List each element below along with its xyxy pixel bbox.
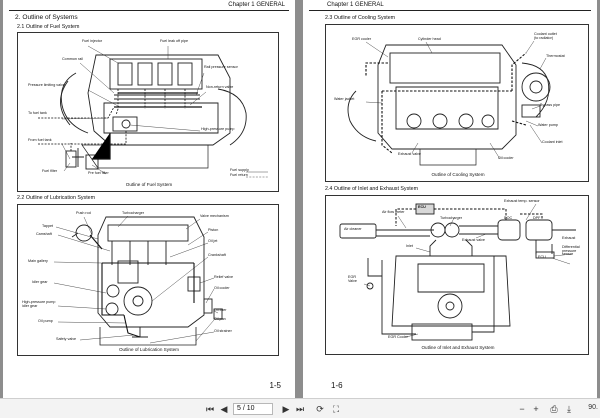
label-ecu: ECU <box>538 255 546 259</box>
label-idler-gear: Idler gear <box>32 280 48 284</box>
label-thermostat: Thermostat <box>546 54 565 58</box>
label-exhaust-valve: Exhaust valve <box>462 238 485 242</box>
fuel-system-figure: Fuel injector Fuel leak off pipe Common … <box>17 32 279 192</box>
label-main-gallery: Main gallery <box>28 259 48 263</box>
print-icon[interactable]: ⎙ <box>550 404 558 414</box>
caption-fuel-system: Outline of Fuel System <box>125 182 173 187</box>
label-turbocharger: Turbocharger <box>440 216 462 220</box>
label-dpf: DPF <box>533 216 541 220</box>
label-from-fuel-tank: From fuel tank <box>28 138 52 142</box>
label-air-flow-meter: Air flow meter <box>382 210 405 214</box>
subsection-title-lubrication: 2.2 Outline of Lubrication System <box>17 195 96 201</box>
last-page-button[interactable]: ⏭ <box>295 404 305 414</box>
label-oil-pan: Oil pan <box>214 317 226 321</box>
label-water-jacket: Water jacket <box>334 97 355 101</box>
inlet-exhaust-system-figure: ECU Exhaust temp. sensor Air flow meter … <box>325 195 589 355</box>
label-rail-pressure-sensor: Rail pressure sensor <box>204 65 238 69</box>
label-fuel-leak-off-pipe: Fuel leak off pipe <box>160 39 189 43</box>
ecu-box-label: ECU <box>418 205 426 209</box>
label-push-rod: Push rod <box>76 211 91 215</box>
page-number-right: 1-6 <box>331 381 343 390</box>
page-header: Chapter 1 GENERAL <box>228 2 285 8</box>
label-hp-pump-idler-gear: High-pressure pump idler gear <box>22 300 56 308</box>
page-number-left: 1-5 <box>269 381 281 390</box>
label-oil-cooler: Oil cooler <box>498 156 514 160</box>
label-cylinder-head: Cylinder head <box>418 37 441 41</box>
label-oil-strainer: Oil strainer <box>214 329 232 333</box>
label-doc: DOC <box>504 216 513 220</box>
label-coolant-inlet: Coolant inlet <box>542 140 563 144</box>
label-coolant-outlet: Coolant outlet (to radiator) <box>534 32 557 40</box>
label-water-pump: Water pump <box>538 123 558 127</box>
zoom-level[interactable]: 90. <box>588 404 598 411</box>
label-oil-filter: Oil filter <box>214 308 227 312</box>
caption-inlet-exhaust-system: Outline of Inlet and Exhaust System <box>421 345 495 350</box>
label-fuel-injector: Fuel injector <box>82 39 103 43</box>
page-header: Chapter 1 GENERAL <box>327 2 384 8</box>
label-oil-jet: Oil jet <box>208 239 218 243</box>
caption-cooling-system: Outline of Cooling System <box>431 172 485 177</box>
label-fuel-filter: Fuel filter <box>42 169 58 173</box>
label-turbocharger: Turbocharger <box>122 211 144 215</box>
caption-lubrication-system: Outline of Lubrication System <box>118 347 179 352</box>
cooling-system-figure: EGR cooler Cylinder head Coolant outlet … <box>325 24 589 182</box>
zoom-out-icon[interactable]: − <box>519 404 525 414</box>
label-exhaust: Exhaust <box>562 236 576 240</box>
label-exhaust-temp-sensor: Exhaust temp. sensor <box>504 199 540 203</box>
label-oil-cooler: Oil cooler <box>214 286 230 290</box>
page-number-input[interactable]: 5 / 10 <box>233 403 273 415</box>
label-relief-valve: Relief valve <box>214 275 234 279</box>
lubrication-system-diagram <box>53 215 223 346</box>
label-common-rail: Common rail <box>62 57 83 61</box>
label-tappet: Tappet <box>42 224 54 228</box>
cooling-system-diagram <box>347 40 551 166</box>
zoom-in-icon[interactable]: + <box>533 404 539 414</box>
label-egr-cooler: EGR Cooler <box>388 335 408 339</box>
label-fuel-supply: Fuel supply <box>230 168 249 172</box>
next-page-button[interactable]: ▶ <box>282 404 290 414</box>
header-rule <box>9 10 289 11</box>
fit-page-icon[interactable]: ⛶ <box>332 404 340 414</box>
previous-page-button[interactable]: ◀ <box>220 404 228 414</box>
section-title: 2. Outline of Systems <box>15 14 78 21</box>
header-rule <box>309 10 591 11</box>
first-page-button[interactable]: ⏮ <box>205 404 215 414</box>
subsection-title-fuel: 2.1 Outline of Fuel System <box>17 24 80 30</box>
subsection-title-cooling: 2.3 Outline of Cooling System <box>325 15 396 21</box>
page-left: Chapter 1 GENERAL 2. Outline of Systems … <box>3 0 295 398</box>
label-pre-fuel-filter: Pre fuel filter <box>88 171 109 175</box>
label-air-cleaner: Air cleaner <box>344 227 362 231</box>
lubrication-system-figure: Push rod Turbocharger Valve mechanism Ta… <box>17 204 279 356</box>
fuel-system-diagram <box>38 45 268 178</box>
label-camshaft: Camshaft <box>36 232 52 236</box>
label-exhaust-valve: Exhaust valve <box>398 152 421 156</box>
label-piston: Piston <box>208 228 219 232</box>
rotate-icon[interactable]: ⟳ <box>316 404 324 414</box>
label-egr-valve: EGR Valve <box>348 275 357 283</box>
page-right: Chapter 1 GENERAL 2.3 Outline of Cooling… <box>303 0 597 398</box>
label-differential-pressure-sensor: Differential pressure sensor <box>562 245 580 257</box>
inlet-exhaust-diagram <box>339 203 576 341</box>
label-inlet: Inlet <box>406 244 413 248</box>
label-oil-pump: Oil pump <box>38 319 53 323</box>
label-high-pressure-pump: High-pressure pump <box>201 127 235 131</box>
label-safety-valve: Safety valve <box>56 337 77 341</box>
label-bypass-pipe: Bypass pipe <box>540 103 561 107</box>
label-crankshaft: Crankshaft <box>208 253 226 257</box>
label-to-fuel-tank: To fuel tank <box>28 111 47 115</box>
viewer-toolbar: ⏮ ◀ 5 / 10 ▶ ⏭ ⟳ ⛶ − + ⎙ ⤓ 90. <box>0 398 600 418</box>
label-egr-cooler: EGR cooler <box>352 37 372 41</box>
subsection-title-inlet-exhaust: 2.4 Outline of Inlet and Exhaust System <box>325 186 419 192</box>
label-non-return-valve: Non-return valve <box>206 85 234 89</box>
label-fuel-return: Fuel return <box>230 173 248 177</box>
download-icon[interactable]: ⤓ <box>567 404 571 414</box>
label-valve-mechanism: Valve mechanism <box>200 214 229 218</box>
label-pressure-limiting-valve: Pressure limiting valve <box>28 83 65 87</box>
